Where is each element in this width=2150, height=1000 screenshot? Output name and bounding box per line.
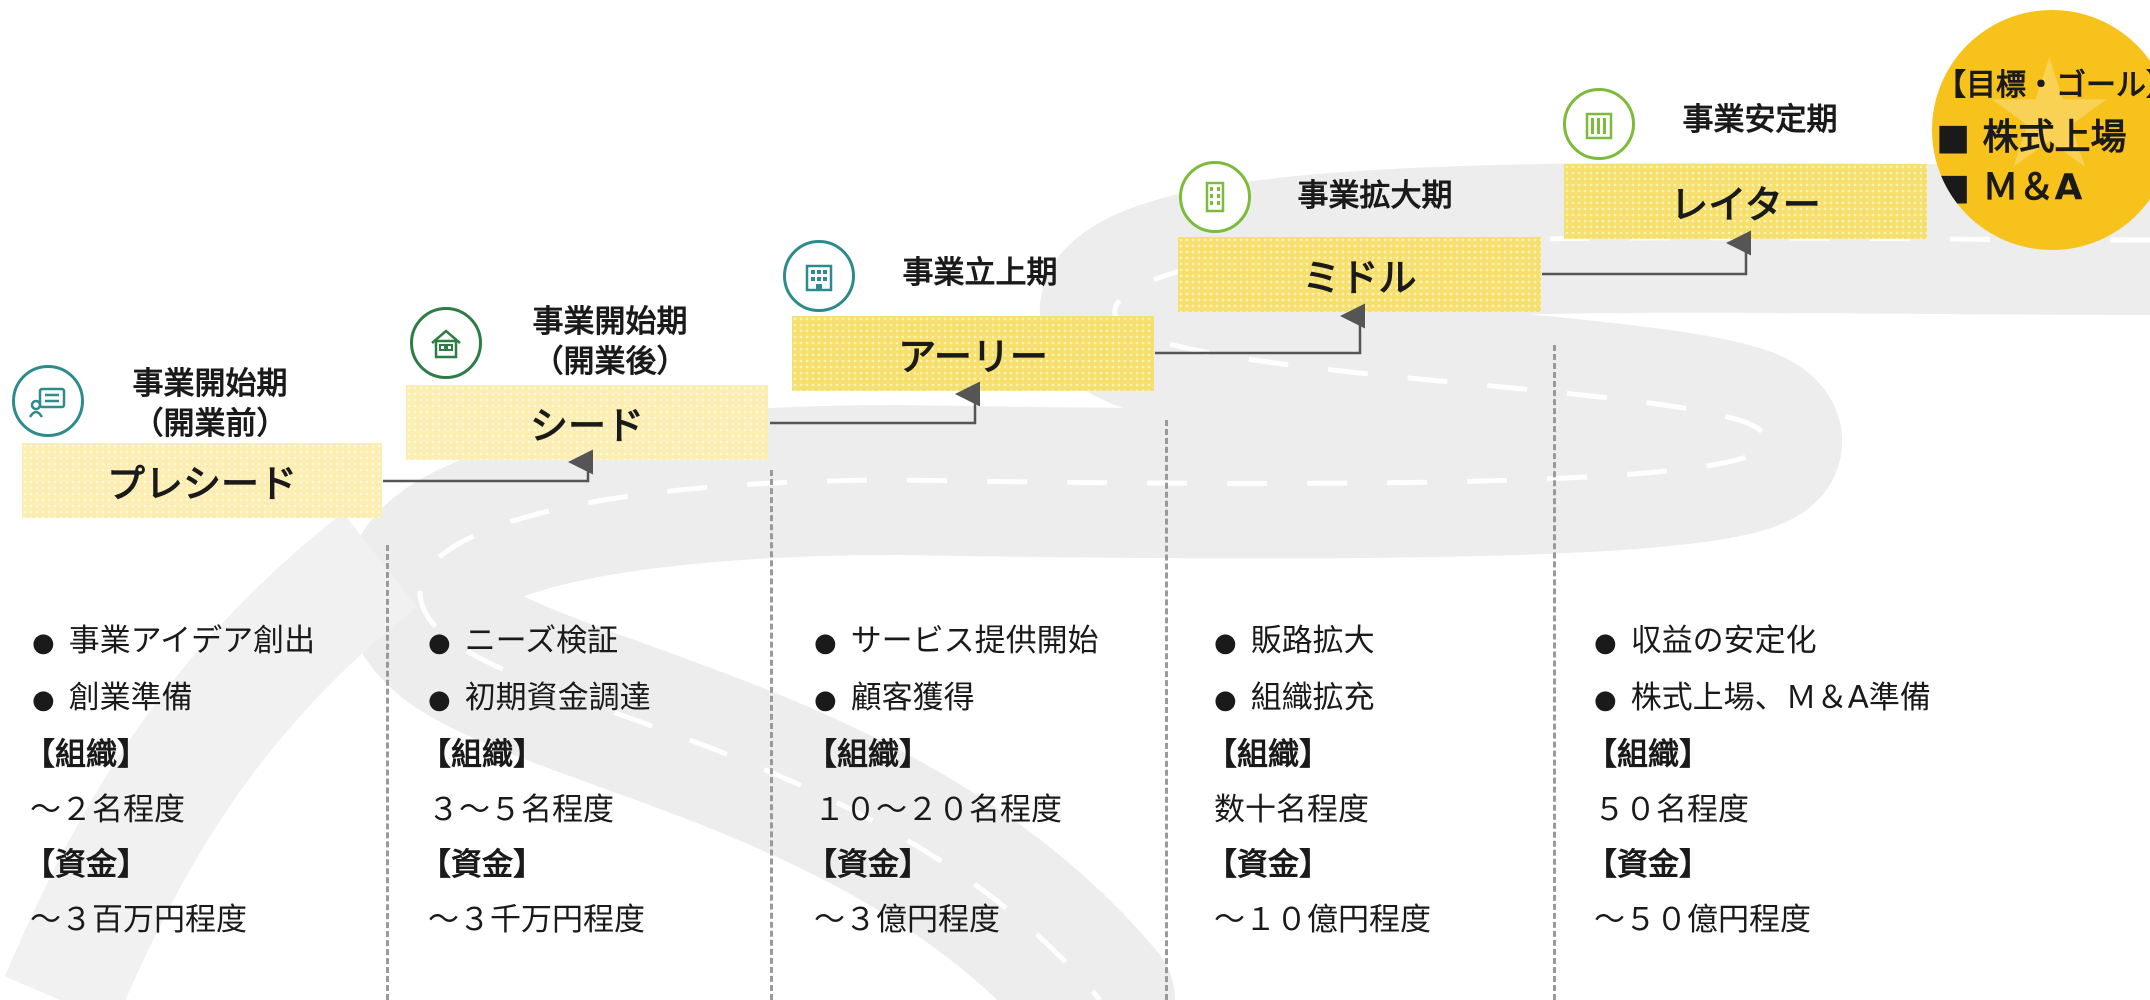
column-divider (386, 545, 389, 1000)
list-item: サービス提供開始 (814, 614, 1099, 671)
list-item: 顧客獲得 (814, 671, 1099, 728)
stage-details-preseed: 事業アイデア創出 創業準備 【組織】 ～２名程度 【資金】 ～３百万円程度 (24, 614, 315, 948)
funds-amount: ～３億円程度 (814, 902, 1000, 938)
funds-amount: ～３百万円程度 (30, 902, 247, 938)
funds-heading: 【資金】 (1206, 847, 1330, 883)
stage-box-later: レイター (1564, 164, 1927, 239)
org-heading: 【組織】 (24, 737, 148, 773)
house-icon (410, 307, 482, 379)
org-size: ～２名程度 (30, 792, 185, 828)
stage-phase-label: 事業開始期 （開業前） (100, 364, 320, 444)
goal-badge: ★ 【目標・ゴール】 ■ 株式上場 ■ Ｍ＆A (1932, 10, 2150, 250)
list-item: 創業準備 (32, 671, 315, 728)
stage-details-middle: 販路拡大 組織拡充 【組織】 数十名程度 【資金】 ～１０億円程度 (1206, 614, 1431, 948)
goal-item-ipo: ■ 株式上場 (1936, 117, 2127, 158)
org-heading: 【組織】 (806, 737, 930, 773)
funds-amount: ～５０億円程度 (1594, 902, 1811, 938)
stage-box-seed: シード (406, 385, 768, 460)
list-item: 初期資金調達 (428, 671, 651, 728)
office-building-icon (783, 240, 855, 312)
stage-box-preseed: プレシード (22, 443, 382, 518)
phase-line1: 事業開始期 (532, 304, 688, 340)
org-heading: 【組織】 (1206, 737, 1330, 773)
list-item: 販路拡大 (1214, 614, 1431, 671)
stage-phase-label: 事業開始期 （開業後） (500, 302, 720, 382)
stage-phase-label: 事業立上期 (870, 253, 1090, 293)
stage-details-early: サービス提供開始 顧客獲得 【組織】 １０～２０名程度 【資金】 ～３億円程度 (806, 614, 1099, 948)
list-item: ニーズ検証 (428, 614, 651, 671)
funds-amount: ～３千万円程度 (428, 902, 645, 938)
star-icon: ★ (1982, 28, 2117, 202)
funds-amount: ～１０億円程度 (1214, 902, 1431, 938)
org-size: ３～５名程度 (428, 792, 614, 828)
list-item: 事業アイデア創出 (32, 614, 315, 671)
funds-heading: 【資金】 (24, 847, 148, 883)
phase-line1: 事業開始期 (132, 366, 288, 402)
org-size: １０～２０名程度 (814, 792, 1062, 828)
org-heading: 【組織】 (1586, 737, 1710, 773)
column-divider (770, 470, 773, 1000)
phase-line1: 事業拡大期 (1297, 178, 1453, 214)
speech-bubble-icon (12, 365, 84, 437)
goal-item-ma: ■ Ｍ＆A (1936, 167, 2083, 208)
funds-heading: 【資金】 (1586, 847, 1710, 883)
list-item: 組織拡充 (1214, 671, 1431, 728)
stage-box-early: アーリー (792, 316, 1154, 391)
stage-details-seed: ニーズ検証 初期資金調達 【組織】 ３～５名程度 【資金】 ～３千万円程度 (420, 614, 651, 948)
goal-title: 【目標・ゴール】 (1936, 68, 2150, 103)
funds-heading: 【資金】 (420, 847, 544, 883)
list-item: 株式上場、Ｍ＆A準備 (1594, 671, 1931, 728)
phase-line1: 事業安定期 (1682, 102, 1838, 138)
stage-details-later: 収益の安定化 株式上場、Ｍ＆A準備 【組織】 ５０名程度 【資金】 ～５０億円程… (1586, 614, 1931, 948)
funds-heading: 【資金】 (806, 847, 930, 883)
tall-building-icon (1179, 161, 1251, 233)
phase-line2: （開業前） (132, 406, 288, 442)
stage-phase-label: 事業拡大期 (1265, 176, 1485, 216)
org-size: 数十名程度 (1214, 792, 1369, 828)
org-size: ５０名程度 (1594, 792, 1749, 828)
stage-phase-label: 事業安定期 (1650, 100, 1870, 140)
org-heading: 【組織】 (420, 737, 544, 773)
stage-box-middle: ミドル (1178, 237, 1541, 312)
column-divider (1165, 420, 1168, 1000)
phase-line1: 事業立上期 (902, 255, 1058, 291)
list-item: 収益の安定化 (1594, 614, 1931, 671)
skyscraper-icon (1563, 88, 1635, 160)
phase-line2: （開業後） (532, 344, 688, 380)
column-divider (1553, 345, 1556, 1000)
